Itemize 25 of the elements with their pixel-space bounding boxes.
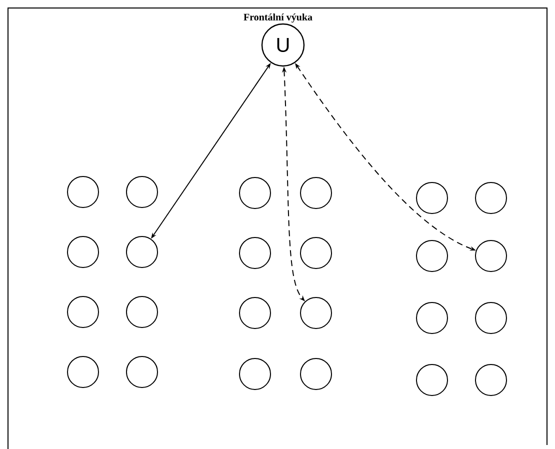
student-circle [239, 237, 271, 269]
student-circle [67, 296, 99, 328]
student-circle [300, 296, 332, 329]
student-circle [239, 177, 271, 209]
student-circle [416, 364, 448, 396]
student-circle [475, 364, 507, 396]
student-circle [475, 302, 507, 334]
student-circle [475, 240, 507, 272]
student-circle [126, 296, 158, 328]
student-circle [416, 182, 448, 214]
title: Frontální výuka [244, 13, 312, 23]
student-circle [416, 240, 448, 272]
student-circle [126, 236, 158, 268]
student-circle [300, 177, 332, 209]
student-circle [475, 182, 507, 214]
student-circle [67, 176, 99, 208]
student-circle [67, 236, 99, 268]
student-circle [416, 302, 448, 334]
student-circle [239, 296, 271, 329]
student-circle [239, 358, 271, 390]
student-circle [67, 356, 99, 388]
student-circle [126, 356, 158, 388]
student-circle [126, 176, 158, 208]
student-circle [300, 358, 332, 390]
student-circle [300, 237, 332, 269]
